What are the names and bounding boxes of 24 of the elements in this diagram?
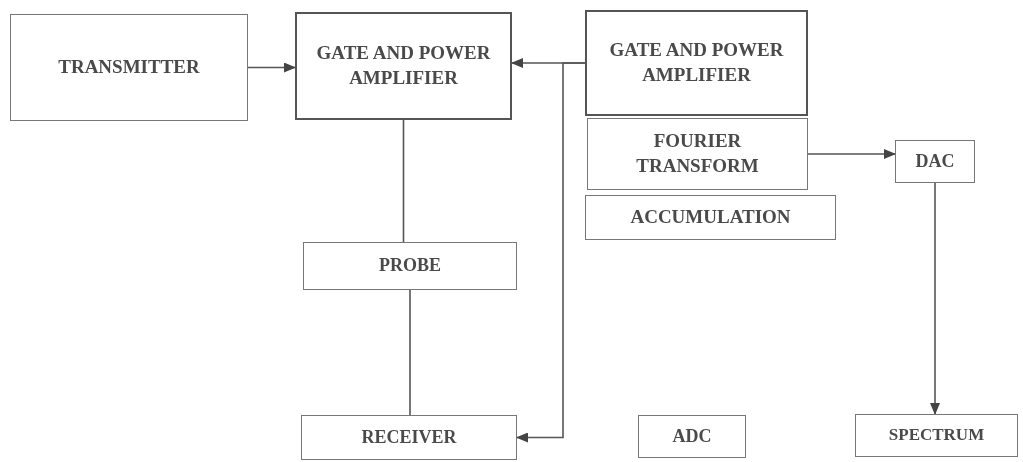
process-box — [301, 415, 517, 460]
arrow — [247, 62, 296, 73]
box-label: RECEIVER — [361, 425, 457, 449]
arrow — [930, 182, 940, 415]
box-label: ADC — [672, 424, 712, 448]
box-label: GATE AND POWER AMPLIFIER — [315, 41, 492, 90]
box-label: TRANSMITTER — [58, 55, 200, 80]
process-box — [303, 242, 517, 290]
process-box — [585, 10, 808, 116]
arrow — [516, 62, 586, 443]
arrow — [807, 149, 896, 159]
box-label: ACCUMULATION — [630, 205, 791, 230]
box-label: SPECTRUM — [888, 424, 985, 447]
process-box — [587, 118, 808, 190]
process-box — [895, 140, 975, 183]
process-box — [855, 414, 1018, 457]
box-label: DAC — [915, 149, 955, 173]
process-box — [295, 12, 512, 120]
process-box — [638, 415, 746, 458]
box-label: FOURIER TRANSFORM — [635, 129, 760, 178]
box-label: PROBE — [379, 254, 441, 278]
process-box — [10, 14, 248, 121]
process-box — [585, 195, 836, 240]
box-label: GATE AND POWER AMPLIFIER — [608, 38, 785, 87]
